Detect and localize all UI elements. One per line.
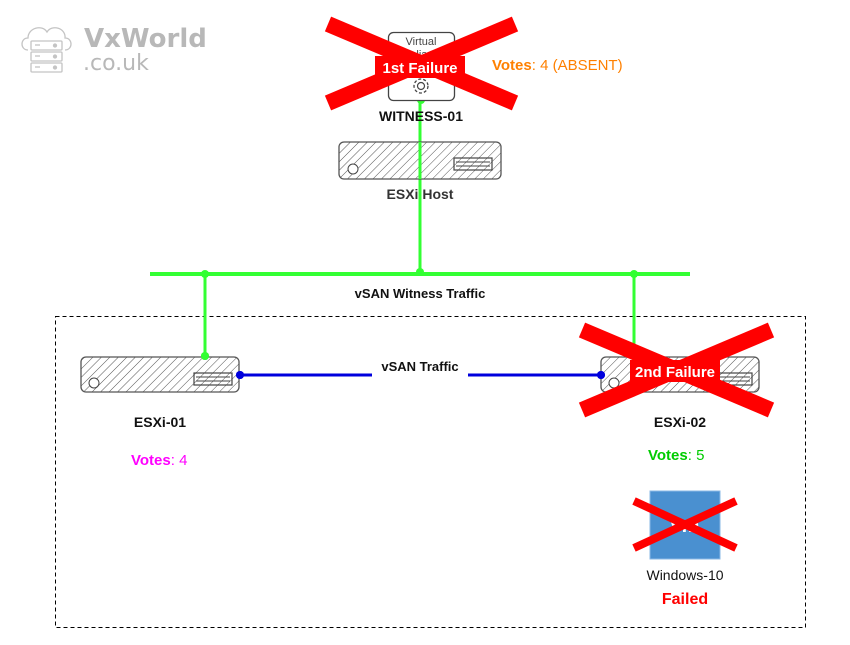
witness-votes-label: Votes (492, 57, 532, 74)
esxi01-name: ESXi-01 (134, 414, 186, 430)
esxi02-votes: Votes: 5 (648, 447, 704, 464)
second-failure-label: 2nd Failure (635, 364, 715, 381)
esxi01-votes-label: Votes (131, 452, 171, 469)
cluster-boundary (55, 316, 806, 628)
witness-traffic-label: vSAN Witness Traffic (355, 286, 486, 301)
vsan-traffic-label: vSAN Traffic (381, 359, 458, 374)
esxi02-votes-label: Votes (648, 447, 688, 464)
esxi02-name: ESXi-02 (654, 414, 706, 430)
witness-votes: Votes: 4 (ABSENT) (492, 57, 623, 74)
vxworld-logo: VxWorld .co.uk (21, 24, 207, 76)
vm-name: Windows-10 (646, 567, 723, 583)
gear-icon (413, 78, 429, 94)
witness-host-label: ESXi Host (387, 186, 454, 202)
witness-name: WITNESS-01 (379, 108, 463, 124)
logo-domain: .co.uk (83, 51, 149, 76)
first-failure-label: 1st Failure (382, 60, 457, 77)
appliance-label-line1: Virtual (406, 36, 437, 48)
esxi01-votes: Votes: 4 (131, 452, 187, 469)
witness-network (150, 96, 690, 360)
esxi01-server (80, 356, 240, 393)
esxi01-votes-value: : 4 (171, 452, 188, 469)
vm-status: Failed (662, 591, 708, 608)
esxi02-votes-value: : 5 (688, 447, 705, 464)
cloud-server-icon (21, 27, 72, 73)
witness-votes-value: : 4 (ABSENT) (532, 57, 623, 74)
witness-failure-x-icon (324, 16, 519, 111)
vm-failure-x-icon (632, 497, 738, 552)
esxi02-failure-x-icon (578, 322, 775, 418)
logo-name: VxWorld (84, 24, 207, 54)
